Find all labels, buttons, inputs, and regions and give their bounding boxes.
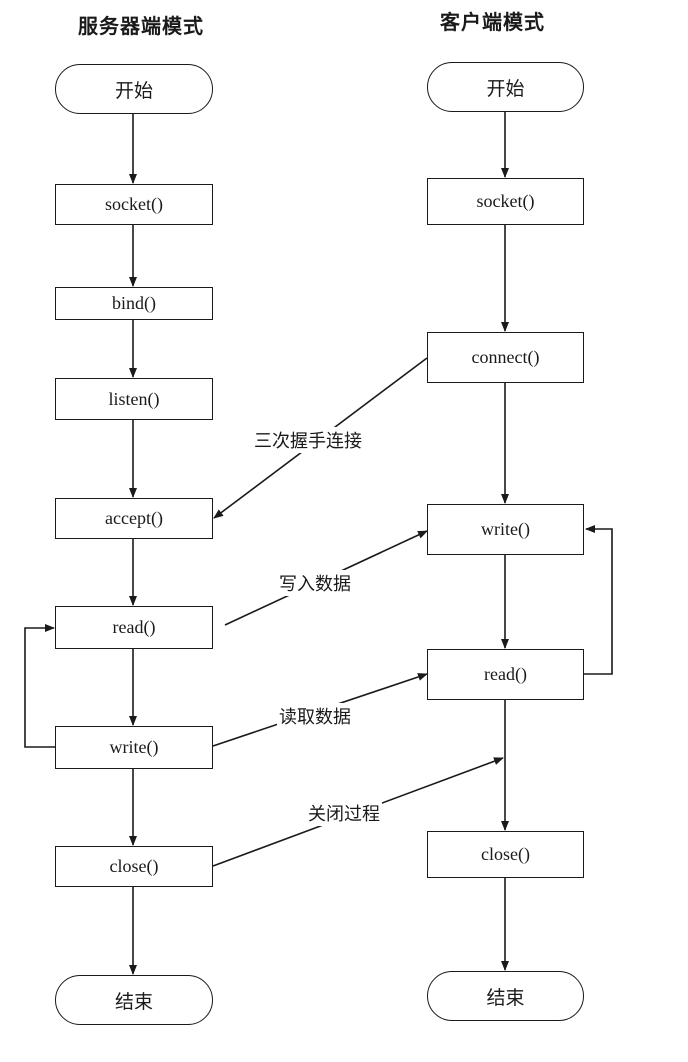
server-start-node: 开始 [55,64,213,114]
close-process-label: 关闭过程 [306,800,382,826]
server-listen-node: listen() [55,378,213,420]
server-loop-edge [24,624,55,748]
client-mode-title: 客户端模式 [440,10,545,34]
client-end-node: 结束 [427,971,584,1021]
handshake-label: 三次握手连接 [252,427,364,453]
read-data-label: 读取数据 [277,703,353,729]
server-end-node: 结束 [55,975,213,1025]
server-mode-title: 服务器端模式 [78,14,204,38]
write-data-label: 写入数据 [277,570,353,596]
client-close-node: close() [427,831,584,878]
client-socket-node: socket() [427,178,584,225]
client-loop-edge [584,525,613,675]
server-accept-node: accept() [55,498,213,539]
client-connect-node: connect() [427,332,584,383]
client-write-node: write() [427,504,584,555]
client-read-node: read() [427,649,584,700]
server-bind-node: bind() [55,287,213,320]
client-start-node: 开始 [427,62,584,112]
server-write-node: write() [55,726,213,769]
server-socket-node: socket() [55,184,213,225]
server-read-node: read() [55,606,213,649]
server-close-node: close() [55,846,213,887]
